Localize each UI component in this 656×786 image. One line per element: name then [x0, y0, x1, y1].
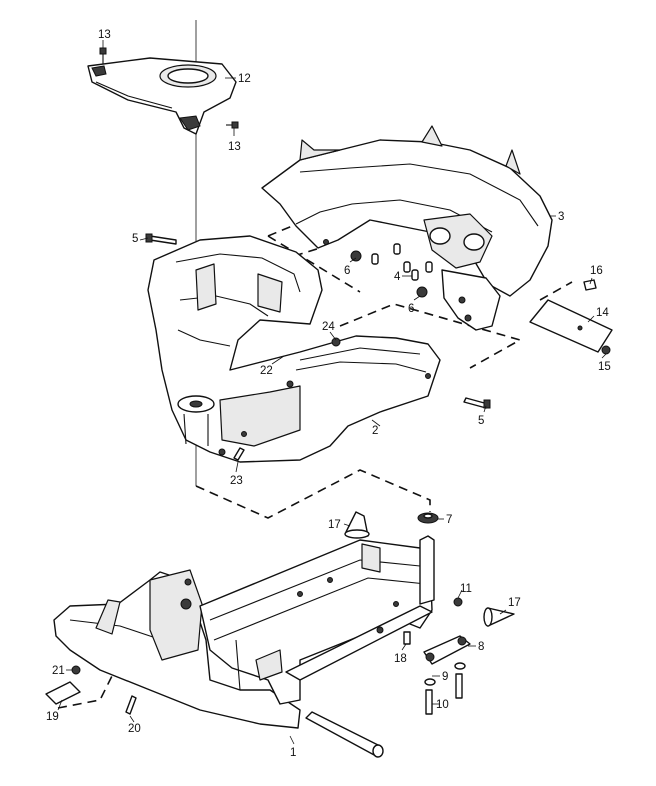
part-6-nuts: [350, 250, 428, 298]
part-11-nut: [453, 597, 463, 607]
part-16-screw: [583, 279, 597, 291]
callout-7: 7: [446, 514, 452, 526]
callout-18: 18: [394, 653, 407, 665]
callout-16: 16: [590, 265, 603, 277]
callout-22: 22: [260, 365, 273, 377]
part-15-screw: [601, 345, 611, 355]
part-4-spacers: [371, 243, 433, 281]
part-23-bolt: [233, 447, 245, 461]
callout-24: 24: [322, 321, 335, 333]
callout-15: 15: [598, 361, 611, 373]
callout-6-upper: 6: [344, 265, 350, 277]
callout-13-top: 13: [98, 29, 111, 41]
callout-8: 8: [478, 641, 484, 653]
callout-5-upper: 5: [132, 233, 138, 245]
part-17-cone-left: [344, 511, 370, 539]
callout-1: 1: [290, 747, 296, 759]
part-18-pin: [403, 631, 411, 645]
callout-2: 2: [372, 425, 378, 437]
callout-19: 19: [46, 711, 59, 723]
part-3-rear-shell: [261, 125, 553, 331]
callout-20: 20: [128, 723, 141, 735]
part-14-plate: [529, 299, 613, 353]
part-13-screw-right: [226, 121, 239, 129]
callout-10: 10: [436, 699, 449, 711]
callout-6-lower: 6: [408, 303, 414, 315]
part-12-top-bracket: [87, 57, 237, 135]
callout-12: 12: [238, 73, 251, 85]
part-20-bolt: [125, 695, 137, 715]
part-5-bolt-upper: [145, 233, 177, 245]
callout-14: 14: [596, 307, 609, 319]
part-8-link: [423, 635, 471, 665]
callout-4: 4: [394, 271, 401, 283]
callout-17-right: 17: [508, 597, 521, 609]
part-21-nut: [71, 665, 81, 675]
callout-9: 9: [442, 671, 448, 683]
part-10-bolt: [425, 673, 463, 715]
callout-13-right: 13: [228, 141, 241, 153]
callout-leaders: [57, 40, 607, 745]
callout-21: 21: [52, 665, 65, 677]
part-19-clip: [45, 681, 81, 705]
callout-17-left: 17: [328, 519, 341, 531]
callout-labels: 13 12 13 3 5 6 4 6 16 14 15 24 22 5 2 23…: [46, 29, 611, 759]
part-24-nut: [331, 337, 341, 347]
part-5-bolt-lower: [463, 397, 491, 409]
part-9-washer: [424, 662, 466, 686]
callout-3: 3: [558, 211, 564, 223]
part-13-screw-top: [99, 47, 107, 64]
part-17-cone-right: [483, 607, 515, 627]
part-7-bushing: [417, 512, 439, 524]
callout-5-lower: 5: [478, 415, 484, 427]
callout-11: 11: [460, 583, 472, 595]
part-1-chassis-frame: [53, 535, 435, 758]
part-2-front-housing: [147, 235, 441, 463]
callout-23: 23: [230, 475, 243, 487]
